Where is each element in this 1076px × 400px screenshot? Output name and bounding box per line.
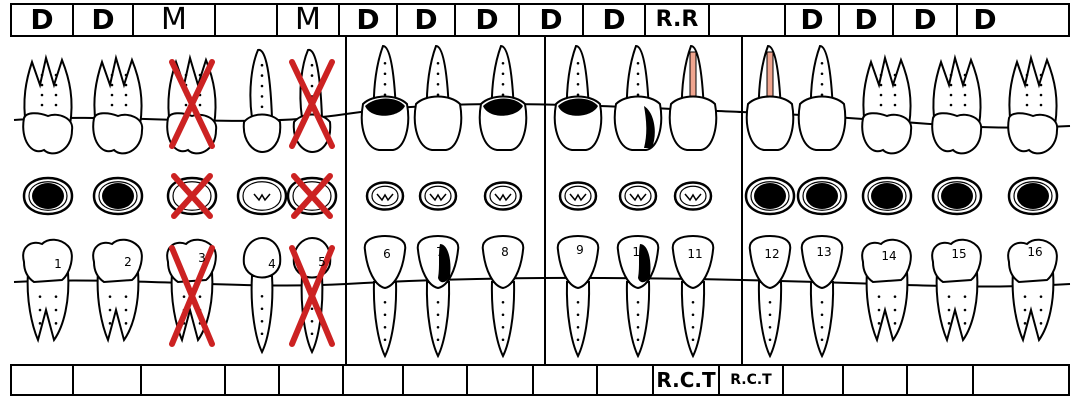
upper-tooth-4 [244,50,280,152]
upper-tooth-11 [670,46,716,150]
bottom-cell-7 [404,366,468,394]
lower-tooth-4 [244,238,280,352]
occlusal-tooth-6 [367,183,403,210]
bottom-cell-16 [974,366,1034,394]
occlusal-tooth-9 [560,183,596,210]
upper-tooth-15 [932,58,981,153]
bottom-cell-5 [280,366,344,394]
bottom-cell-11: R.C.T [654,366,720,394]
occlusal-tooth-8 [485,183,521,210]
tooth-number-10: 10 [632,245,647,259]
tooth-number-9: 9 [576,243,584,257]
lower-tooth-5 [292,238,332,352]
tooth-number-8: 8 [501,245,509,259]
occlusal-tooth-7 [420,183,456,210]
bottom-cell-10 [598,366,654,394]
tooth-number-4: 4 [268,257,276,271]
occlusal-tooth-4 [238,178,286,214]
bottom-cell-14 [844,366,908,394]
occlusal-tooth-3 [168,176,216,216]
tooth-number-2: 2 [124,255,132,269]
occlusal-tooth-5 [288,176,336,216]
tooth-number-5: 5 [318,255,326,269]
bottom-cell-4 [226,366,280,394]
tooth-number-12: 12 [764,247,779,261]
tooth-number-3: 3 [198,251,206,265]
occlusal-tooth-15 [933,178,981,214]
lower-tooth-1 [23,240,72,340]
tooth-number-13: 13 [816,245,831,259]
bottom-cell-2 [74,366,142,394]
upper-tooth-5 [292,50,332,152]
upper-tooth-6 [362,46,408,150]
upper-tooth-1 [23,58,72,153]
bottom-cell-13 [784,366,844,394]
tooth-number-7: 7 [436,245,444,259]
bottom-cell-9 [534,366,598,394]
occlusal-tooth-16 [1009,178,1057,214]
upper-tooth-2 [93,58,142,153]
occlusal-tooth-2 [94,178,142,214]
lower-tooth-2 [93,240,142,340]
bottom-cell-8 [468,366,534,394]
upper-tooth-12 [747,46,793,150]
upper-tooth-14 [862,58,911,153]
tooth-number-14: 14 [881,249,896,263]
occlusal-tooth-13 [798,178,846,214]
occlusal-tooth-12 [746,178,794,214]
upper-tooth-13 [799,46,845,150]
tooth-number-6: 6 [383,247,391,261]
bottom-cell-6 [344,366,404,394]
bottom-cell-1 [12,366,74,394]
occlusal-tooth-11 [675,183,711,210]
tooth-number-1: 1 [54,257,62,271]
tooth-number-15: 15 [951,247,966,261]
upper-tooth-9 [555,46,601,150]
bottom-cell-15 [908,366,974,394]
upper-tooth-7 [415,46,461,150]
upper-tooth-3 [167,58,216,153]
upper-tooth-10 [615,46,661,150]
tooth-number-11: 11 [687,247,702,261]
occlusal-tooth-10 [620,183,656,210]
upper-tooth-16 [1008,58,1057,153]
upper-tooth-8 [480,46,526,150]
occlusal-tooth-1 [24,178,72,214]
bottom-cell-3 [142,366,226,394]
bottom-cell-12: R.C.T [720,366,784,394]
lower-tooth-3 [167,240,216,344]
occlusal-tooth-14 [863,178,911,214]
tooth-number-16: 16 [1027,245,1042,259]
